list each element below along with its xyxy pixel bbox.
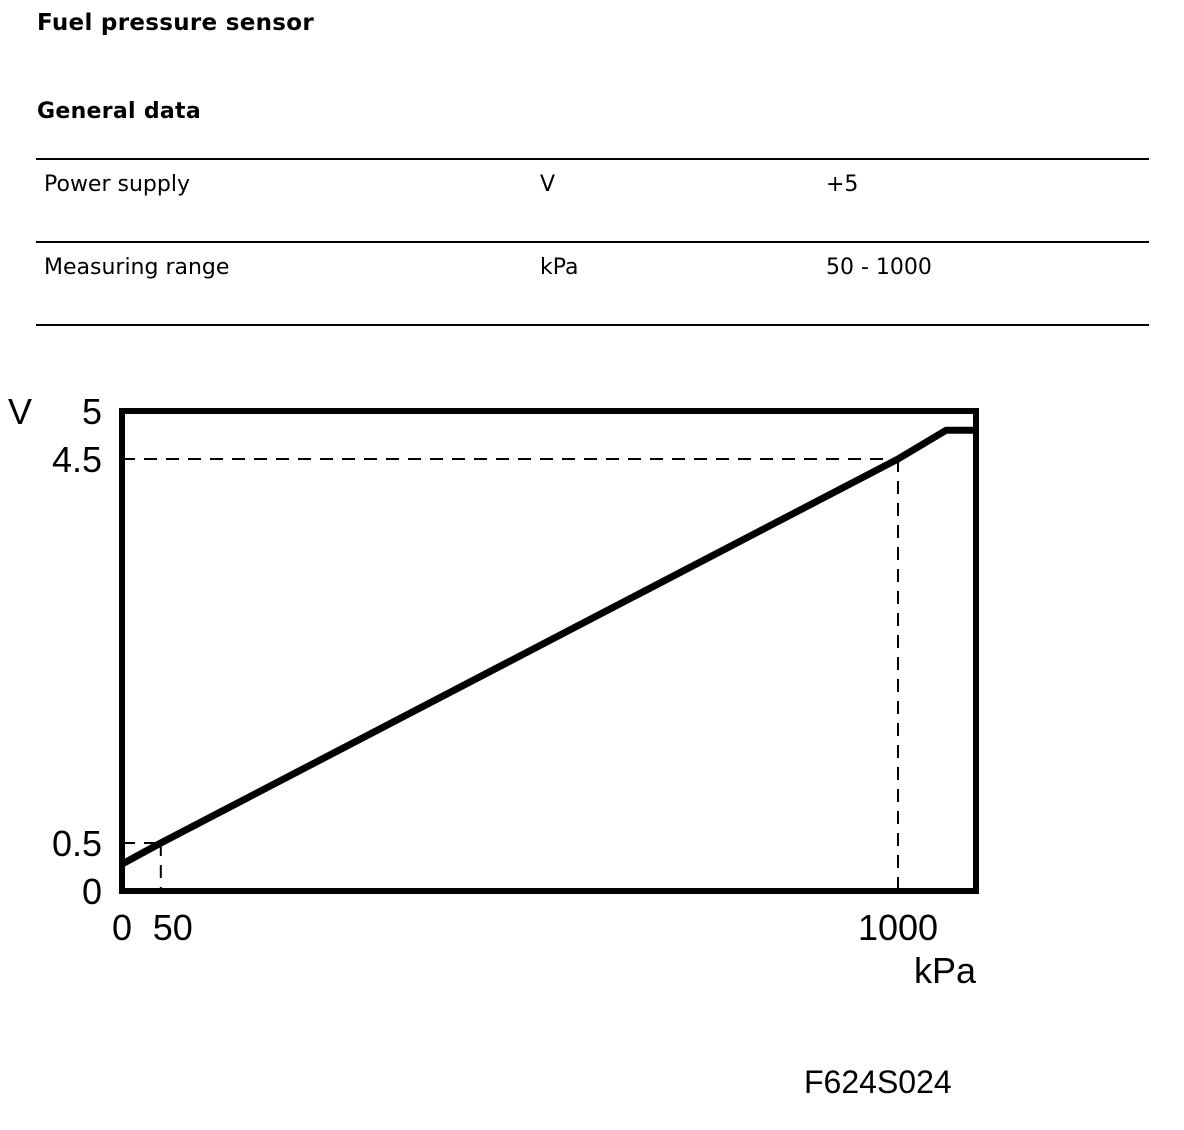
value-cell: 50 - 1000 xyxy=(826,255,932,280)
spec-table: Power supply V +5 Measuring range kPa 50… xyxy=(36,158,1149,326)
parameter-cell: Power supply xyxy=(44,172,190,197)
y-tick-label: 0.5 xyxy=(52,823,102,864)
figure-code: F624S024 xyxy=(804,1064,952,1100)
value-cell: +5 xyxy=(826,172,859,197)
plot-frame xyxy=(119,408,979,894)
table-row: Power supply V +5 xyxy=(36,160,1149,243)
y-axis-label: V xyxy=(8,391,32,432)
y-tick-label: 5 xyxy=(82,391,102,432)
voltage-curve xyxy=(120,426,976,868)
document-title: Fuel pressure sensor xyxy=(37,10,315,36)
unit-cell: kPa xyxy=(540,255,579,280)
unit-cell: V xyxy=(540,172,556,197)
y-tick-label: 4.5 xyxy=(52,439,102,480)
x-tick-label: 0 xyxy=(112,907,132,948)
section-heading: General data xyxy=(37,99,202,124)
table-row: Measuring range kPa 50 - 1000 xyxy=(36,243,1149,326)
y-tick-label: 0 xyxy=(82,871,102,912)
x-tick-label: 50 xyxy=(153,907,193,948)
parameter-cell: Measuring range xyxy=(44,255,230,280)
x-tick-label: 1000 xyxy=(858,907,938,948)
x-axis-label: kPa xyxy=(914,950,977,991)
